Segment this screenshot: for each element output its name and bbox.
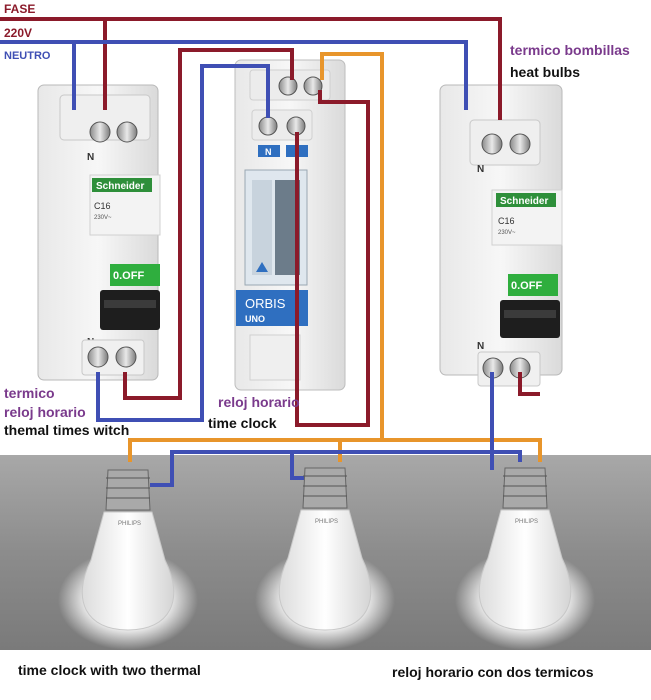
phase-label: FASE (4, 2, 36, 16)
right-breaker-label-es: termico bombillas (510, 42, 630, 58)
switched-wire (320, 52, 384, 440)
right-breaker-label-en: heat bulbs (510, 64, 581, 80)
switched-wire (128, 438, 542, 462)
svg-text:230V~: 230V~ (498, 230, 516, 236)
svg-text:230V~: 230V~ (94, 215, 112, 221)
left-breaker-label-es-2: reloj horario (4, 404, 86, 420)
time-clock-label-es: reloj horario (218, 394, 300, 410)
svg-text:UNO: UNO (245, 314, 265, 324)
svg-text:PHILIPS: PHILIPS (118, 521, 141, 527)
left-breaker-label-es-1: termico (4, 385, 55, 401)
svg-text:PHILIPS: PHILIPS (315, 519, 338, 525)
terminal-screw (115, 346, 137, 368)
terminal-screw (87, 346, 109, 368)
svg-text:0.OFF: 0.OFF (511, 280, 542, 292)
svg-text:N: N (87, 152, 94, 163)
bulb-3: PHILIPS (455, 467, 595, 650)
terminal-screw (258, 116, 278, 136)
bulb-1: PHILIPS (58, 469, 198, 650)
time-clock: N ORBIS UNO (234, 59, 346, 391)
phase-wire (518, 372, 540, 396)
caption-left: time clock with two thermal (18, 662, 201, 678)
svg-text:C16: C16 (498, 216, 515, 226)
breaker-right: N Schneider C16 230V~ 0.OFF N (439, 84, 563, 387)
phase-wire (123, 48, 294, 400)
svg-text:N: N (477, 341, 484, 352)
neutral-wire (150, 450, 522, 487)
svg-text:PHILIPS: PHILIPS (515, 519, 538, 525)
svg-text:Schneider: Schneider (500, 196, 548, 207)
terminal-screw (303, 76, 323, 96)
terminal-screw (89, 121, 111, 143)
terminal-screw (278, 76, 298, 96)
svg-text:C16: C16 (94, 201, 111, 211)
neutral-wire (96, 64, 270, 422)
left-breaker-label-en: themal times witch (4, 422, 130, 438)
phase-wire (295, 90, 370, 427)
caption-right: reloj horario con dos termicos (392, 664, 594, 680)
voltage-label: 220V (4, 26, 33, 40)
neutral-label: NEUTRO (4, 50, 51, 62)
wires (0, 17, 542, 487)
svg-text:N: N (477, 164, 484, 175)
breaker-left: N Schneider C16 230V~ 0.OFF N (37, 84, 161, 381)
svg-text:0.OFF: 0.OFF (113, 270, 144, 282)
terminal-screw (509, 133, 531, 155)
bulb-2: PHILIPS (255, 467, 395, 650)
svg-text:N: N (265, 147, 272, 157)
phase-wire (0, 17, 502, 120)
neutral-wire (0, 40, 468, 110)
terminal-screw (481, 133, 503, 155)
svg-text:Schneider: Schneider (96, 181, 144, 192)
svg-text:ORBIS: ORBIS (245, 296, 286, 311)
time-clock-label-en: time clock (208, 415, 277, 431)
terminal-screw (116, 121, 138, 143)
